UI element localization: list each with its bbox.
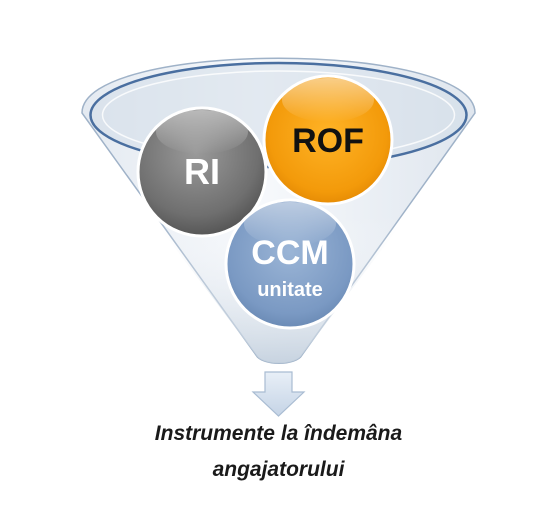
circle-ccm-gloss (244, 202, 336, 246)
caption-line-2: angajatorului (212, 458, 345, 481)
circle-rof-gloss (282, 78, 374, 122)
circle-ccm-sublabel: unitate (257, 279, 323, 301)
caption-line-1: Instrumente la îndemâna (154, 422, 403, 445)
circle-ccm-label: CCM (251, 234, 328, 272)
circle-ri-label: RI (184, 151, 220, 192)
down-arrow-icon (251, 371, 306, 417)
circle-rof-label: ROF (292, 122, 364, 160)
circle-ccm: CCM unitate (224, 198, 356, 330)
circle-rof: ROF (262, 74, 394, 206)
circle-ri: RI (136, 106, 268, 238)
circle-ri-gloss (156, 110, 248, 154)
